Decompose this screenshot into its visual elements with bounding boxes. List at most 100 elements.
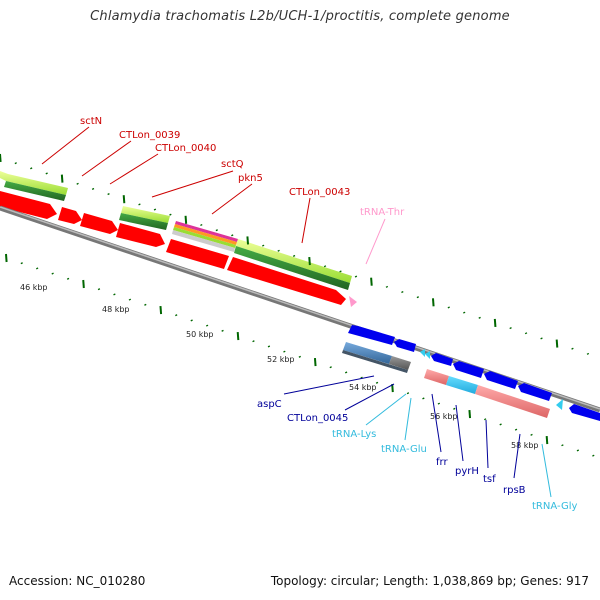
- label-frr[interactable]: frr: [436, 457, 448, 468]
- ruler-major-tick: [313, 357, 317, 367]
- ruler-minor-tick: [416, 296, 420, 299]
- ruler-major-tick: [468, 409, 472, 419]
- cog-bar-aspC-steel[interactable]: [343, 342, 392, 364]
- label-pyrH[interactable]: pyrH: [455, 466, 479, 477]
- cog-bar-sctN-lower[interactable]: [4, 181, 66, 201]
- gene-arrow-rpsB[interactable]: [518, 383, 552, 401]
- ruler-minor-tick: [478, 316, 481, 319]
- ruler-minor-tick: [107, 193, 110, 196]
- gene-arrow-tsf[interactable]: [484, 371, 518, 389]
- ruler-minor-tick: [231, 234, 234, 237]
- cog-bar-sctN[interactable]: [0, 171, 68, 195]
- gene-arrow-pkn5[interactable]: [166, 239, 229, 269]
- ruler-minor-tick: [354, 275, 358, 278]
- label-tsf[interactable]: tsf: [483, 474, 496, 485]
- ruler-major-tick: [493, 318, 497, 328]
- cog-bar-frr[interactable]: [424, 369, 449, 385]
- label-pkn5[interactable]: pkn5: [238, 173, 263, 184]
- label-CTLon_0045[interactable]: CTLon_0045: [287, 413, 348, 424]
- gene-arrow-next[interactable]: [569, 404, 600, 421]
- ruler-minor-tick: [76, 182, 79, 185]
- cog-bar-pkn5-magenta[interactable]: [175, 221, 238, 242]
- ruler-minor-tick: [144, 303, 147, 306]
- ruler-minor-tick: [128, 298, 132, 301]
- ruler-minor-tick: [277, 249, 280, 252]
- ruler-minor-tick: [30, 167, 33, 170]
- ruler-minor-tick: [499, 423, 502, 426]
- gene-arrow-pyrH[interactable]: [453, 361, 484, 378]
- forward-genes-upper: [0, 191, 357, 307]
- gene-arrow-CTLon_0045[interactable]: [348, 325, 395, 345]
- label-tRNA-Gly[interactable]: tRNA-Gly: [532, 501, 577, 512]
- trna-arrow-tRNA-Lys[interactable]: [420, 349, 425, 357]
- ruler-minor-tick: [586, 352, 590, 355]
- ruler-minor-tick: [530, 433, 533, 436]
- cog-bar-aspC-grey[interactable]: [389, 356, 411, 370]
- ruler-major-tick: [82, 279, 85, 289]
- genome-summary-text: Topology: circular; Length: 1,038,869 bp…: [270, 574, 589, 588]
- ruler-major-tick: [5, 253, 8, 263]
- trna-arrow-tRNA-Thr[interactable]: [349, 296, 357, 307]
- label-CTLon_0040[interactable]: CTLon_0040: [155, 143, 216, 154]
- trna-arrow-tRNA-Gly[interactable]: [556, 399, 563, 410]
- cog-bar-CTLon_0043-lower[interactable]: [234, 246, 350, 290]
- label-tRNA-Glu[interactable]: tRNA-Glu: [381, 444, 427, 455]
- genome-title: Chlamydia trachomatis L2b/UCH-1/proctiti…: [90, 9, 510, 24]
- trna-arrow-tRNA-Glu[interactable]: [425, 351, 430, 359]
- cog-bar-pkn5-lime[interactable]: [173, 227, 236, 248]
- scale-label-56kbp: 56 kbp: [430, 412, 458, 421]
- ruler-minor-tick: [261, 244, 265, 247]
- label-rpsB[interactable]: rpsB: [503, 485, 526, 496]
- label-aspC[interactable]: aspC: [257, 399, 282, 410]
- gene-arrow-aspC[interactable]: [394, 339, 416, 352]
- gene-arrow-frr[interactable]: [431, 353, 453, 366]
- ruler-minor-tick: [215, 229, 218, 232]
- ruler-minor-tick: [36, 267, 39, 270]
- ruler-minor-tick: [292, 254, 296, 257]
- cog-track-upper: [0, 171, 352, 290]
- ruler-major-tick: [246, 236, 250, 245]
- label-sctN[interactable]: sctN: [80, 116, 102, 127]
- cog-bar-pkn5-grey[interactable]: [172, 230, 235, 252]
- cog-track-lower: [342, 342, 550, 418]
- gene-arrow-sctQ[interactable]: [116, 223, 165, 247]
- gene-arrow-CTLon_0043[interactable]: [227, 257, 346, 305]
- gene-arrow-sctN[interactable]: [0, 191, 57, 219]
- ruler-minor-tick: [323, 265, 327, 268]
- cog-bar-pyrH[interactable]: [446, 376, 478, 394]
- label-CTLon_0043[interactable]: CTLon_0043: [289, 187, 350, 198]
- scale-label-58kbp: 58 kbp: [511, 441, 539, 450]
- gene-arrow-CTLon_0039[interactable]: [58, 207, 82, 224]
- label-tRNA-Lys[interactable]: tRNA-Lys: [332, 429, 376, 440]
- ruler-minor-tick: [51, 272, 54, 275]
- cog-bar-CTLon_0040-lower[interactable]: [119, 213, 168, 230]
- cog-bar-CTLon_0040[interactable]: [121, 206, 170, 223]
- label-sctQ[interactable]: sctQ: [221, 159, 244, 170]
- ruler-minor-tick: [205, 324, 209, 327]
- ruler-minor-tick: [66, 277, 70, 280]
- cog-bar-aspC-lower[interactable]: [342, 350, 408, 373]
- ruler-minor-tick: [509, 327, 512, 330]
- label-CTLon_0039[interactable]: CTLon_0039: [119, 130, 180, 141]
- ruler-minor-tick: [483, 418, 487, 421]
- ruler-minor-tick: [200, 223, 203, 227]
- cog-bar-pkn5-orange[interactable]: [174, 224, 237, 245]
- scale-label-46kbp: 46 kbp: [20, 283, 48, 292]
- ruler-minor-tick: [514, 428, 518, 431]
- ruler-major-tick: [370, 277, 373, 286]
- accession-text: Accession: NC_010280: [9, 574, 146, 588]
- cog-bar-tsf[interactable]: [475, 385, 550, 418]
- ruler-minor-tick: [113, 293, 116, 296]
- reverse-genes: [348, 325, 600, 421]
- ruler-major-tick: [0, 153, 2, 163]
- ruler-minor-tick: [221, 329, 224, 332]
- gene-arrow-CTLon_0040[interactable]: [80, 213, 118, 234]
- label-tRNA-Thr[interactable]: tRNA-Thr: [360, 207, 405, 218]
- ruler-minor-tick: [375, 381, 379, 384]
- ruler-minor-tick: [14, 162, 17, 165]
- ruler-major-tick: [545, 435, 549, 445]
- cog-bar-CTLon_0043[interactable]: [236, 239, 352, 283]
- ruler-minor-tick: [97, 288, 101, 291]
- ruler-minor-tick: [524, 332, 528, 335]
